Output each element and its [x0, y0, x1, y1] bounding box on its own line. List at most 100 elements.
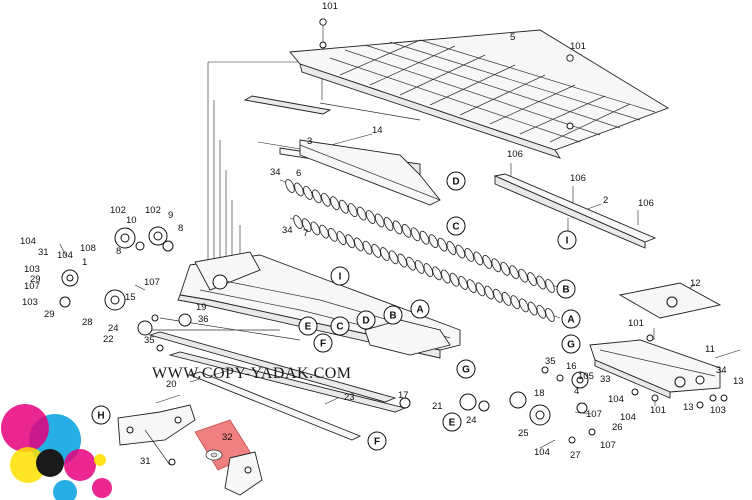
lower-shafts: [148, 317, 407, 441]
part-label-34: 34: [270, 167, 281, 178]
part-label-23: 23: [344, 392, 355, 403]
auger-coil: [339, 199, 349, 214]
part-label-22: 22: [103, 334, 114, 345]
part-label-32: 32: [222, 432, 233, 443]
auger-coil: [319, 224, 329, 239]
watermark-text: WWW.COPY-YADAK.COM: [152, 365, 352, 382]
auger-coil: [397, 253, 408, 268]
auger-coil: [419, 230, 430, 245]
auger-coil: [518, 268, 528, 283]
part-label-36: 36: [198, 314, 209, 325]
callout-circle-b: [383, 305, 403, 325]
part-label-34: 34: [282, 225, 293, 236]
part-label-12: 12: [690, 278, 701, 289]
auger-coil: [330, 196, 340, 211]
callout-letter-f: F: [374, 437, 380, 448]
auger-coil: [446, 241, 457, 255]
callout-letter-a: A: [567, 315, 574, 326]
part-label-106: 106: [638, 198, 654, 209]
auger-coil: [432, 266, 442, 281]
shaft-3: [257, 139, 441, 206]
auger-coil: [380, 247, 390, 261]
auger-coil: [356, 206, 367, 221]
part-label-8: 8: [178, 223, 183, 234]
part-label-17: 17: [398, 390, 409, 401]
callout-letter-i: I: [339, 272, 342, 283]
part-label-107: 107: [24, 281, 40, 292]
auger-coil: [401, 223, 412, 238]
screw-101-top: [319, 18, 574, 62]
part-label-13: 13: [733, 376, 744, 387]
right-assembly-11: [589, 339, 721, 399]
auger-coil: [500, 261, 510, 276]
part-label-26: 26: [612, 422, 623, 433]
callout-letter-e: E: [305, 322, 312, 333]
callout-circle-i: [330, 266, 350, 286]
callout-circle-a: [561, 309, 581, 329]
auger-coil: [374, 213, 385, 228]
part-label-101: 101: [650, 405, 666, 416]
callout-circle-d: [356, 310, 376, 330]
part-label-105: 105: [578, 371, 594, 382]
part-label-20: 20: [166, 379, 177, 390]
auger-coil: [482, 254, 492, 269]
part-label-21: 21: [432, 401, 443, 412]
callout-letter-i: I: [566, 236, 569, 247]
part-label-11: 11: [705, 344, 715, 355]
auger-coil: [371, 243, 381, 258]
part-label-4: 4: [574, 386, 579, 397]
part-label-24: 24: [108, 323, 119, 334]
callout-letter-h: H: [97, 411, 104, 422]
rail-2: [493, 173, 657, 249]
auger-coil: [310, 221, 321, 236]
callout-circle-b: [556, 279, 576, 299]
part-label-103: 103: [24, 264, 40, 275]
part-label-19: 19: [196, 302, 207, 313]
cmyk-logo: [1, 404, 112, 500]
right-gears: [399, 334, 728, 444]
part-label-13: 13: [683, 402, 694, 413]
callout-letter-c: C: [336, 322, 343, 333]
part-label-104: 104: [608, 394, 624, 405]
part-label-29: 29: [30, 274, 41, 285]
part-label-2: 2: [603, 195, 608, 206]
auger-coil: [388, 250, 399, 265]
part-label-104: 104: [534, 447, 550, 458]
part-label-108: 108: [80, 243, 96, 254]
auger-coil: [484, 285, 494, 300]
part-label-1: 1: [82, 257, 87, 268]
callout-circle-c: [446, 216, 466, 236]
part-label-6: 6: [296, 168, 301, 179]
part-label-104: 104: [620, 412, 636, 423]
part-label-3: 3: [307, 136, 312, 147]
bracket-36: [224, 451, 263, 496]
part-label-29: 29: [44, 309, 55, 320]
callout-circle-i: [557, 230, 577, 250]
part-label-16: 16: [566, 361, 577, 372]
auger-coil: [455, 244, 466, 259]
auger-coil: [345, 234, 355, 249]
auger-coil: [423, 263, 434, 278]
auger-coil: [365, 210, 376, 224]
part-label-31: 31: [140, 456, 151, 467]
auger-coil: [519, 298, 529, 313]
auger-coil: [545, 308, 555, 322]
callout-letter-g: G: [567, 340, 575, 351]
auger-coil: [328, 227, 338, 242]
part-label-9: 9: [168, 210, 173, 221]
auger-coil: [301, 218, 312, 233]
callout-letter-b: B: [389, 311, 396, 322]
auger-coil: [336, 231, 347, 245]
auger-coil: [493, 288, 503, 303]
part-label-10: 10: [126, 215, 137, 226]
part-label-34: 34: [716, 365, 727, 376]
auger-coil: [491, 258, 501, 273]
auger-coil: [410, 227, 421, 242]
auger-7: [289, 215, 561, 322]
callout-circle-f: [367, 431, 387, 451]
part-label-31: 31: [38, 247, 49, 258]
callout-letter-f: F: [320, 339, 326, 350]
part-label-25: 25: [518, 428, 529, 439]
auger-6: [279, 179, 561, 293]
callout-circle-a: [410, 299, 430, 319]
